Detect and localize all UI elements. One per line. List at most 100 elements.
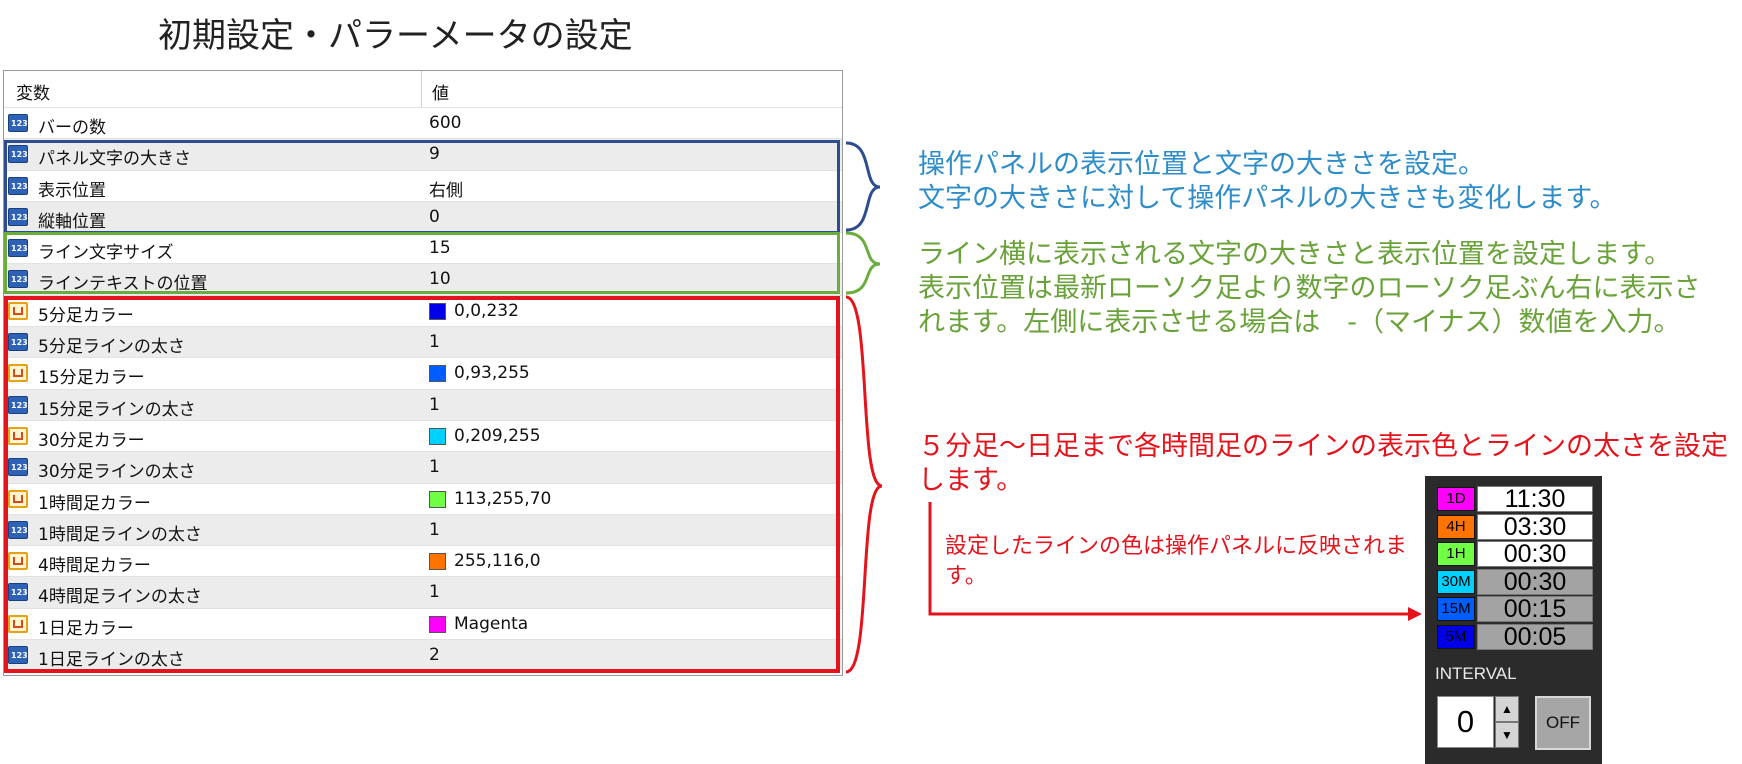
red-arrow-head (1408, 607, 1422, 621)
parameter-name: 30分足カラー (38, 430, 145, 451)
parameter-value[interactable]: 1 (429, 332, 440, 353)
parameter-value[interactable]: 10 (429, 269, 451, 290)
column-divider[interactable] (421, 71, 422, 107)
table-row[interactable]: 1時間足カラー 113,255,70 (4, 482, 842, 514)
table-row[interactable]: 4時間足カラー 255,116,0 (4, 545, 842, 576)
table-row[interactable]: バーの数 600 (4, 107, 842, 138)
timeframe-badge[interactable]: 30M (1437, 569, 1475, 594)
table-row[interactable]: 1日足ラインの太さ 2 (4, 639, 842, 671)
color-icon (8, 301, 28, 320)
number-icon (8, 176, 28, 195)
table-body: バーの数600パネル文字の大きさ9表示位置右側縦軸位置0ライン文字サイズ15ライ… (4, 107, 842, 671)
timeframe-time: 00:30 (1477, 568, 1593, 595)
number-icon (8, 145, 28, 164)
parameter-value[interactable]: 右側 (429, 180, 463, 201)
interval-input[interactable]: 0 (1437, 696, 1494, 748)
timeframe-badge[interactable]: 1H (1437, 542, 1475, 566)
timeframe-time: 00:15 (1477, 596, 1593, 622)
parameter-value[interactable]: 1 (429, 457, 440, 478)
line-color-settings-highlight (4, 296, 840, 673)
timeframe-time: 11:30 (1477, 486, 1593, 512)
parameter-value[interactable]: 15 (429, 238, 451, 259)
number-icon (8, 520, 28, 539)
interval-down-button[interactable]: ▼ (1495, 722, 1519, 748)
table-row[interactable]: 1日足カラー Magenta (4, 607, 842, 639)
parameter-name: 4時間足ラインの太さ (38, 587, 202, 608)
timeframe-badge[interactable]: 1D (1437, 487, 1475, 511)
color-swatch (429, 490, 446, 508)
parameter-value[interactable]: Magenta (454, 613, 529, 634)
table-header: 変数 値 (4, 71, 842, 107)
number-icon (8, 583, 28, 602)
timeframe-time: 00:30 (1477, 541, 1593, 567)
note-line-color-settings: ５分足〜日足まで各時間足のラインの表示色とラインの太さを設定します。 (918, 431, 1728, 496)
table-row[interactable]: 5分足カラー 0,0,232 (4, 294, 842, 326)
table-row[interactable]: 縦軸位置 0 (4, 200, 842, 233)
parameter-value[interactable]: 0,0,232 (454, 300, 519, 321)
parameter-name: 5分足ラインの太さ (38, 337, 185, 358)
parameter-value[interactable]: 600 (429, 113, 462, 133)
table-row[interactable]: 30分足カラー 0,209,255 (4, 419, 842, 451)
table-row[interactable]: 4時間足ラインの太さ 1 (4, 576, 842, 608)
color-swatch (429, 427, 446, 445)
parameter-value[interactable]: 1 (429, 582, 440, 603)
timeframe-badge[interactable]: 5M (1437, 624, 1475, 649)
number-icon (8, 270, 28, 289)
timeframe-badge[interactable]: 4H (1437, 514, 1475, 539)
timeframe-badge[interactable]: 15M (1437, 597, 1475, 621)
table-row[interactable]: ラインテキストの位置 10 (4, 263, 842, 295)
number-icon (8, 646, 28, 665)
note-panel-settings: 操作パネルの表示位置と文字の大きさを設定。 文字の大きさに対して操作パネルの大き… (918, 149, 1617, 214)
color-swatch (429, 302, 446, 320)
timeframe-time: 03:30 (1477, 513, 1593, 540)
color-icon (8, 364, 28, 383)
parameter-name: 30分足ラインの太さ (38, 462, 196, 483)
number-icon (8, 239, 28, 258)
parameter-value[interactable]: 113,255,70 (454, 488, 552, 509)
table-row[interactable]: 30分足ラインの太さ 1 (4, 451, 842, 483)
number-icon (8, 458, 28, 477)
timeframe-time: 00:05 (1477, 623, 1593, 650)
number-icon (8, 395, 28, 414)
table-row[interactable]: 5分足ラインの太さ 1 (4, 326, 842, 358)
color-swatch (429, 365, 446, 383)
parameter-value[interactable]: 2 (429, 645, 440, 666)
parameter-name: パネル文字の大きさ (38, 149, 191, 170)
interval-up-button[interactable]: ▲ (1495, 696, 1519, 722)
number-icon (8, 333, 28, 352)
parameter-value[interactable]: 0,209,255 (454, 425, 541, 446)
parameter-value[interactable]: 1 (429, 394, 440, 415)
parameter-name: 1日足カラー (38, 618, 134, 639)
table-row[interactable]: パネル文字の大きさ 9 (4, 138, 842, 170)
color-icon (8, 426, 28, 445)
number-icon (8, 207, 28, 226)
parameter-name: 縦軸位置 (38, 211, 106, 232)
parameter-name: 15分足ラインの太さ (38, 399, 196, 420)
parameter-value[interactable]: 0 (429, 206, 440, 227)
parameter-name: 1時間足カラー (38, 493, 151, 514)
parameter-name: 5分足カラー (38, 305, 134, 326)
table-row[interactable]: 15分足ラインの太さ 1 (4, 388, 842, 420)
column-header-variable[interactable]: 変数 (16, 84, 50, 104)
off-button[interactable]: OFF (1535, 696, 1591, 750)
color-icon (8, 552, 28, 571)
column-header-value[interactable]: 値 (432, 84, 449, 104)
parameter-value[interactable]: 1 (429, 519, 440, 540)
parameter-name: 4時間足カラー (38, 556, 151, 577)
parameter-value[interactable]: 9 (429, 144, 440, 165)
parameter-name: バーの数 (38, 118, 106, 138)
parameter-name: 1日足ラインの太さ (38, 650, 185, 671)
parameter-name: ラインテキストの位置 (38, 274, 208, 295)
green-brace (845, 231, 881, 295)
parameter-value[interactable]: 255,116,0 (454, 551, 541, 572)
parameter-value[interactable]: 0,93,255 (454, 363, 530, 384)
